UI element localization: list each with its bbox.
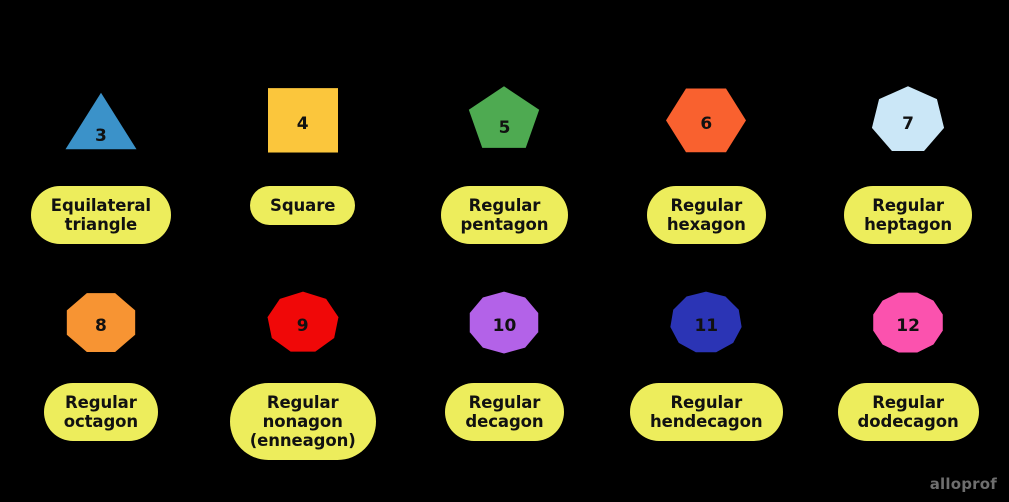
shape-nonagon: 9 <box>253 283 353 369</box>
polygon-card-hexagon[interactable]: 6 Regular hexagon <box>605 78 807 245</box>
side-count-label: 4 <box>296 113 309 134</box>
polygon-row-top: 3 Equilateral triangle 4 Square 5 Regula… <box>0 78 1009 245</box>
side-count-label: 10 <box>492 315 517 336</box>
hexagon-icon <box>666 88 747 153</box>
pill-line: triangle <box>64 215 138 235</box>
shape-square: 4 <box>253 78 353 170</box>
side-count-label: 3 <box>94 125 107 146</box>
pill-line: Regular <box>872 196 944 215</box>
polygon-name-pill[interactable]: Regular nonagon (enneagon) <box>229 383 376 461</box>
side-count-label: 7 <box>902 113 914 134</box>
alloprof-watermark: alloprof <box>929 475 997 493</box>
shape-octagon: 8 <box>51 283 151 369</box>
pill-line: octagon <box>63 412 139 432</box>
pill-line: hexagon <box>666 215 746 235</box>
side-count-label: 11 <box>694 315 719 336</box>
polygon-name-pill[interactable]: Square <box>250 186 356 226</box>
polygon-card-decagon[interactable]: 10 Regular decagon <box>404 283 606 442</box>
pill-line: decagon <box>465 412 544 432</box>
polygon-card-heptagon[interactable]: 7 Regular heptagon <box>807 78 1009 245</box>
side-count-label: 12 <box>896 315 920 336</box>
pill-line: hendecagon <box>650 412 763 432</box>
pill-line: Square <box>270 196 336 215</box>
pill-line: Regular <box>468 196 541 215</box>
pill-line: Regular <box>468 393 541 412</box>
shape-decagon: 10 <box>454 283 554 369</box>
dodecagon-icon <box>873 292 943 353</box>
pill-line: heptagon <box>864 215 953 235</box>
polygon-name-pill[interactable]: Equilateral triangle <box>30 186 171 245</box>
polygon-card-hendecagon[interactable]: 11 Regular hendecagon <box>605 283 807 442</box>
polygon-card-nonagon[interactable]: 9 Regular nonagon (enneagon) <box>202 283 404 461</box>
pill-line: (enneagon) <box>249 431 356 451</box>
polygon-name-pill[interactable]: Regular pentagon <box>440 186 569 245</box>
polygon-card-octagon[interactable]: 8 Regular octagon <box>0 283 202 442</box>
shape-triangle: 3 <box>51 78 151 170</box>
pill-line: Equilateral <box>50 196 151 215</box>
nonagon-icon <box>267 291 339 352</box>
polygon-card-pentagon[interactable]: 5 Regular pentagon <box>404 78 606 245</box>
heptagon-icon <box>872 86 945 151</box>
shape-hendecagon: 11 <box>656 283 756 369</box>
shape-heptagon: 7 <box>858 78 958 170</box>
pentagon-icon <box>469 86 540 148</box>
side-count-label: 8 <box>94 315 107 336</box>
polygon-card-dodecagon[interactable]: 12 Regular dodecagon <box>807 283 1009 442</box>
polygon-name-pill[interactable]: Regular octagon <box>43 383 159 442</box>
pill-line: Regular <box>65 393 137 412</box>
pill-line: nonagon <box>262 412 343 432</box>
pill-line: Regular <box>266 393 339 412</box>
polygon-card-triangle[interactable]: 3 Equilateral triangle <box>0 78 202 245</box>
pill-line: Regular <box>872 393 944 412</box>
polygon-name-pill[interactable]: Regular hexagon <box>646 186 766 245</box>
shape-hexagon: 6 <box>656 78 756 170</box>
pill-line: Regular <box>670 393 743 412</box>
decagon-icon <box>470 291 539 354</box>
triangle-icon <box>65 92 137 150</box>
polygon-name-pill[interactable]: Regular dodecagon <box>837 383 979 442</box>
pill-line: pentagon <box>460 215 549 235</box>
polygon-name-pill[interactable]: Regular decagon <box>445 383 564 442</box>
side-count-label: 5 <box>498 117 511 138</box>
square-icon <box>267 88 338 153</box>
side-count-label: 9 <box>296 315 309 336</box>
hendecagon-icon <box>670 291 742 353</box>
polygon-name-pill[interactable]: Regular hendecagon <box>630 383 783 442</box>
polygon-name-pill[interactable]: Regular heptagon <box>844 186 973 245</box>
pill-line: Regular <box>670 196 743 215</box>
octagon-icon <box>66 293 136 352</box>
polygon-card-square[interactable]: 4 Square <box>202 78 404 226</box>
shape-dodecagon: 12 <box>858 283 958 369</box>
side-count-label: 6 <box>700 113 713 134</box>
shape-pentagon: 5 <box>454 78 554 170</box>
polygon-row-bottom: 8 Regular octagon 9 Regular nonagon (enn… <box>0 283 1009 461</box>
pill-line: dodecagon <box>857 412 959 432</box>
